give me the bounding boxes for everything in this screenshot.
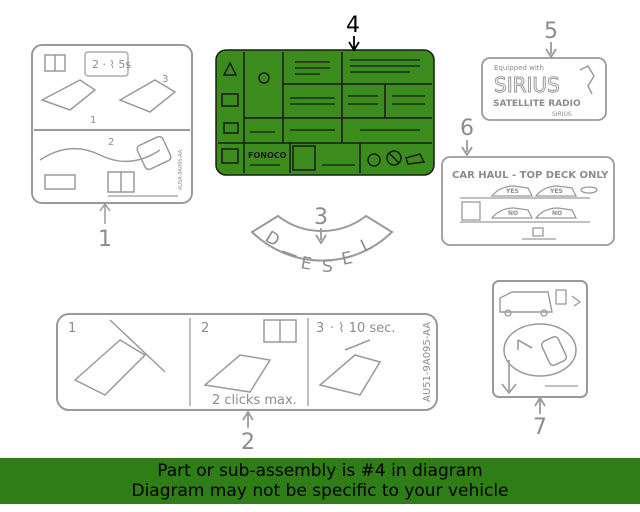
parts-diagram: 2 · ⌇ 5s 1 3 2 AU5A-9A095-AA 1 bbox=[31, 13, 615, 455]
engine-icon bbox=[221, 148, 239, 164]
callout-5[interactable]: 5 bbox=[544, 19, 558, 44]
label-4-brand: FONOCO bbox=[248, 151, 287, 160]
fuel-nozzle-icon-2 bbox=[203, 354, 272, 393]
callout-7[interactable]: 7 bbox=[533, 415, 547, 440]
label-3-letter-e2: E bbox=[340, 248, 355, 270]
callout-2-arrow bbox=[242, 410, 254, 421]
callout-3-arrow bbox=[315, 234, 327, 245]
label-6-no2: NO bbox=[552, 210, 562, 217]
fan-icon bbox=[367, 153, 381, 167]
callout-3[interactable]: 3 bbox=[314, 205, 328, 230]
label-1-step2: 2 bbox=[108, 137, 114, 148]
label-5-equipped: Equipped with bbox=[494, 64, 544, 72]
label-2-timer: · ⌇ 10 sec. bbox=[330, 321, 395, 336]
banner-line-1: Part or sub-assembly is #4 in diagram bbox=[157, 461, 483, 481]
car-icon bbox=[490, 207, 534, 219]
label-3-letter-s: S bbox=[322, 257, 333, 277]
car-icon bbox=[534, 185, 578, 197]
battery-icon bbox=[223, 122, 239, 134]
callout-5-arrow bbox=[545, 48, 557, 59]
label-2-step3: 3 bbox=[316, 321, 324, 336]
label-3-letter-e: E bbox=[299, 253, 313, 275]
label-1-step1: 1 bbox=[90, 115, 96, 126]
truck-cab-icon bbox=[461, 201, 481, 221]
label-2-fuel-strip[interactable] bbox=[56, 313, 438, 411]
label-6-title: CAR HAUL - TOP DECK ONLY bbox=[452, 170, 609, 181]
label-6-yes2: YES bbox=[549, 188, 563, 195]
car-icon bbox=[534, 207, 578, 219]
banner-line-2: Diagram may not be specific to your vehi… bbox=[131, 481, 509, 501]
label-1-fuel-instructions[interactable] bbox=[31, 44, 193, 224]
snowflake-icon bbox=[258, 72, 270, 84]
label-3-diesel-arc[interactable] bbox=[250, 214, 394, 262]
callout-6-arrow bbox=[461, 146, 473, 157]
car-icon bbox=[490, 185, 534, 197]
callout-6[interactable]: 6 bbox=[460, 116, 474, 141]
label-6-yes1: YES bbox=[505, 188, 519, 195]
dog-star-logo-icon bbox=[579, 65, 595, 95]
label-3-dash: — bbox=[278, 241, 301, 266]
label-5-sirius-badge[interactable] bbox=[481, 57, 607, 121]
info-banner: Part or sub-assembly is #4 in diagram Di… bbox=[0, 458, 640, 504]
callout-4-arrow bbox=[348, 41, 360, 52]
hand-icon bbox=[405, 153, 426, 165]
callout-7-arrow bbox=[534, 396, 546, 407]
fuel-nozzle-icon bbox=[40, 79, 97, 111]
warning-triangle-icon bbox=[222, 61, 238, 76]
label-5-line2: SIRIUS bbox=[552, 111, 572, 118]
label-6-car-haul[interactable] bbox=[441, 156, 615, 246]
label-1-timer: 2 · ⌇ 5s bbox=[92, 58, 131, 71]
label-2-step1: 1 bbox=[68, 321, 76, 336]
label-1-step3: 3 bbox=[162, 74, 168, 85]
fuel-nozzle-icon-3 bbox=[318, 354, 382, 396]
label-5-line1: SATELLITE RADIO bbox=[493, 99, 581, 109]
label-2-footer: 2 clicks max. bbox=[212, 393, 297, 408]
no-symbol-icon bbox=[386, 150, 402, 166]
callout-4[interactable]: 4 bbox=[346, 13, 360, 38]
callout-1[interactable]: 1 bbox=[98, 227, 112, 252]
manual-book-icon bbox=[221, 93, 239, 107]
fuel-nozzle-icon bbox=[73, 339, 147, 396]
label-3-letter-d: D bbox=[261, 227, 283, 251]
latch-icon bbox=[503, 323, 577, 377]
label-6-no1: NO bbox=[508, 210, 518, 217]
label-4-highlighted[interactable] bbox=[215, 49, 435, 176]
label-1-code: AU5A-9A095-AA bbox=[178, 149, 184, 190]
label-7-door-latch[interactable] bbox=[492, 280, 588, 398]
label-5-brand: SIRIUS bbox=[494, 73, 560, 97]
van-icon bbox=[499, 291, 553, 313]
callout-2[interactable]: 2 bbox=[241, 430, 255, 455]
label-2-code: AU51-9A095-AA bbox=[422, 322, 433, 402]
label-2-step2: 2 bbox=[201, 321, 209, 336]
